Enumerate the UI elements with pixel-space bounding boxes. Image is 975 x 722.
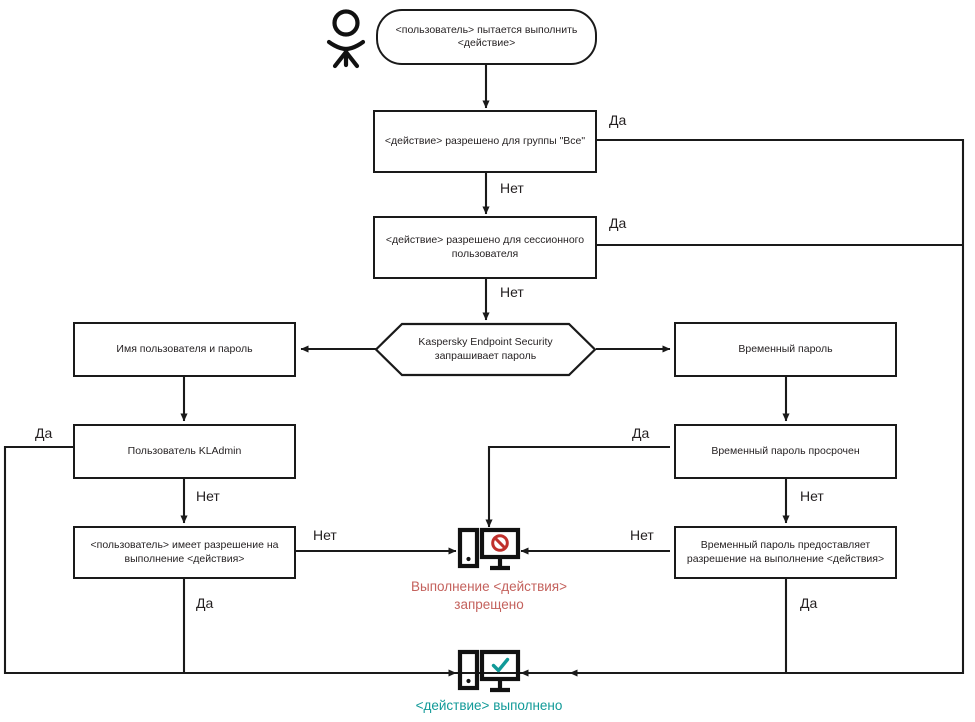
node-temp-password-grants-permission: Временный пароль предоставляет разрешени… <box>674 526 897 579</box>
node-allowed-for-session-user: <действие> разрешено для сессионного пол… <box>373 216 597 279</box>
edge-label-no-permission: Нет <box>313 527 337 543</box>
edge-label-no-temp-expired: Нет <box>800 488 824 504</box>
edge-label-no-session: Нет <box>500 284 524 300</box>
kes-line1: Kaspersky Endpoint Security <box>418 336 553 349</box>
edge-label-no-kladmin: Нет <box>196 488 220 504</box>
edge-label-yes-session: Да <box>609 215 627 231</box>
hexagon-shape <box>374 322 597 377</box>
node-temporary-password: Временный пароль <box>674 322 897 377</box>
node-kladmin-user: Пользователь KLAdmin <box>73 424 296 479</box>
edge-everyone-yes <box>569 138 965 677</box>
node-temporary-password-expired: Временный пароль просрочен <box>674 424 897 479</box>
node-kes-requests-password: Kaspersky Endpoint Security запрашивает … <box>374 322 597 377</box>
edge-label-yes-kladmin: Да <box>35 425 53 441</box>
node-start: <пользователь> пытается выполнить <дейст… <box>376 9 597 65</box>
kes-line2: запрашивает пароль <box>434 349 537 362</box>
hexagon-label: Kaspersky Endpoint Security запрашивает … <box>374 322 597 377</box>
grants-line2: разрешение на выполнение <действия> <box>686 552 885 565</box>
node-user-has-permission: <пользователь> имеет разрешение на выпол… <box>73 526 296 579</box>
user-actor-icon <box>322 8 370 70</box>
allowed-terminal-label: <действие> выполнено <box>363 697 615 715</box>
permission-line1: <пользователь> имеет разрешение на <box>90 539 279 552</box>
node-username-and-password: Имя пользователя и пароль <box>73 322 296 377</box>
grants-line1: Временный пароль предоставляет <box>700 539 871 552</box>
allowed-label-text: <действие> выполнено <box>415 698 563 713</box>
edge-label-yes-everyone: Да <box>609 112 627 128</box>
denied-label-line1: Выполнение <действия> <box>411 579 567 594</box>
denied-label-line2: запрещено <box>454 596 524 612</box>
edge-label-yes-temp-expired: Да <box>632 425 650 441</box>
permission-line2: выполнение <действия> <box>124 552 245 565</box>
session-line1: <действие> разрешено для сессионного <box>385 234 585 247</box>
session-line2: пользователя <box>451 247 519 260</box>
edge-label-no-everyone: Нет <box>500 180 524 196</box>
node-allowed-for-everyone: <действие> разрешено для группы "Все" <box>373 110 597 173</box>
edge-label-yes-permission: Да <box>196 595 214 611</box>
edge-label-no-temp-grants: Нет <box>630 527 654 543</box>
denied-terminal-label: Выполнение <действия> запрещено <box>363 578 615 613</box>
computer-blocked-icon <box>457 527 521 575</box>
edge-label-yes-temp-grants: Да <box>800 595 818 611</box>
edge-temp-expired-yes <box>485 445 670 528</box>
computer-check-icon <box>457 649 521 697</box>
